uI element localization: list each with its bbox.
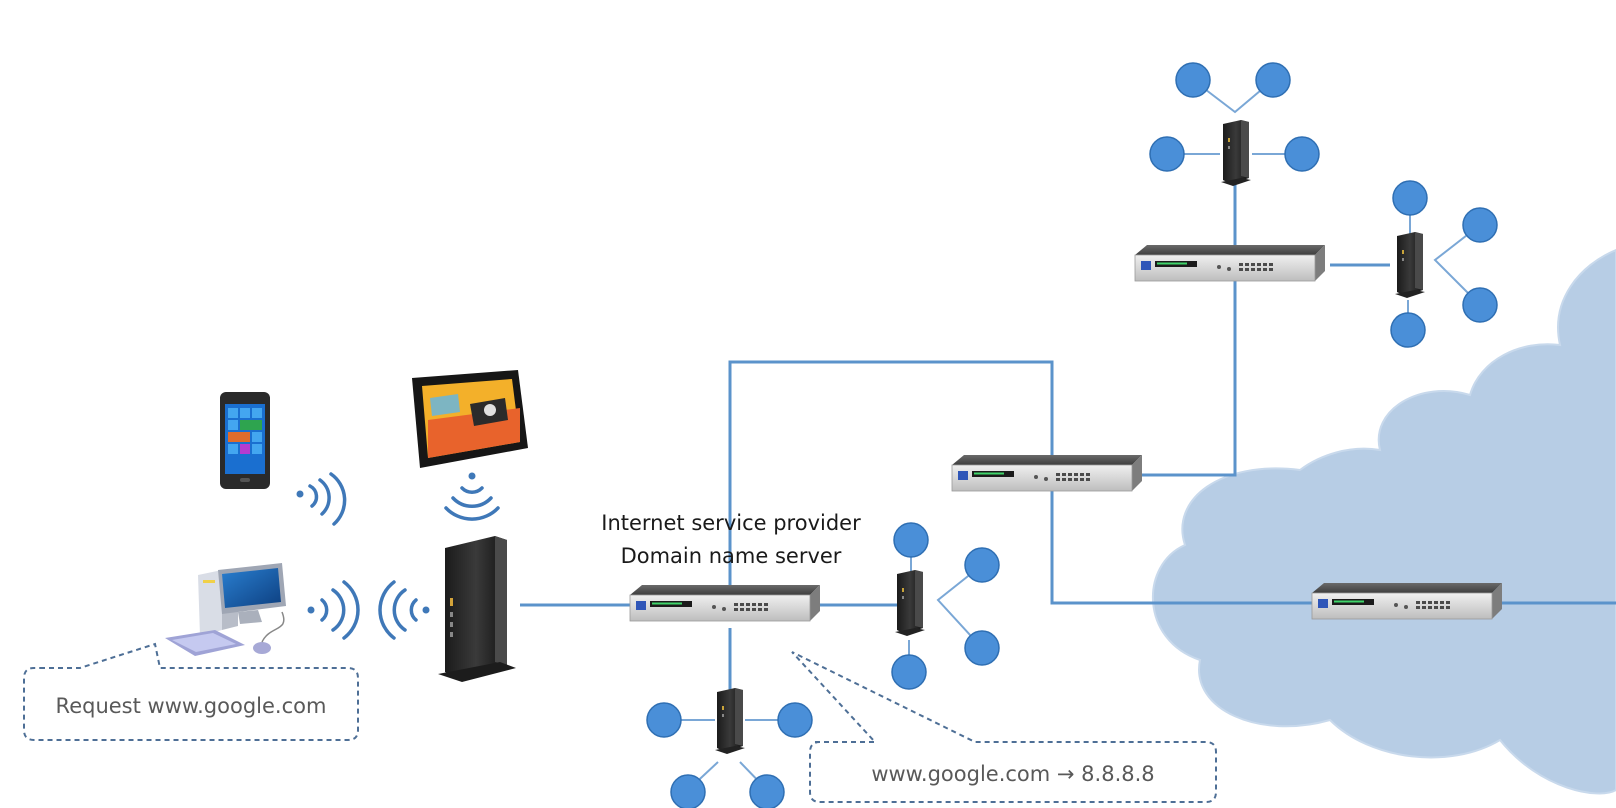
switch-icon xyxy=(951,454,1143,492)
isp-label: Internet service provider xyxy=(601,511,861,535)
switch-icon xyxy=(1311,582,1503,620)
node-icon xyxy=(1390,312,1426,348)
node-icon xyxy=(646,702,682,738)
router-icon xyxy=(715,688,745,754)
node-icon xyxy=(964,630,1000,666)
node-icon xyxy=(1284,136,1320,172)
node-icon xyxy=(1149,136,1185,172)
node-icon xyxy=(893,522,929,558)
node-icon xyxy=(1462,207,1498,243)
node-icon xyxy=(1175,62,1211,98)
node-icon xyxy=(749,774,785,808)
dns-server-label: Domain name server xyxy=(621,544,842,568)
node-icon xyxy=(1462,287,1498,323)
smartphone-icon xyxy=(220,392,270,489)
dns-callout-text: www.google.com → 8.8.8.8 xyxy=(871,762,1154,786)
internet-cloud-icon xyxy=(1152,248,1616,795)
switch-icon xyxy=(1134,244,1326,282)
tablet-icon xyxy=(412,370,528,468)
node-icon xyxy=(1392,180,1428,216)
router-icon xyxy=(1221,120,1251,186)
wireless-router-icon xyxy=(438,536,516,682)
request-callout-text: Request www.google.com xyxy=(56,694,327,718)
dns-callout: www.google.com → 8.8.8.8 xyxy=(791,651,1217,803)
router-icon xyxy=(895,570,925,636)
node-icon xyxy=(670,774,706,808)
isp-switch-icon xyxy=(629,584,821,622)
node-icon xyxy=(777,702,813,738)
node-icon xyxy=(964,547,1000,583)
network-links xyxy=(520,182,1616,698)
node-icon xyxy=(1255,62,1291,98)
leaf-nodes xyxy=(646,62,1498,808)
node-icon xyxy=(891,654,927,690)
wifi-signal-icon xyxy=(296,472,500,640)
request-callout: Request www.google.com xyxy=(23,642,359,741)
router-icon xyxy=(1395,232,1425,298)
desktop-computer-icon xyxy=(165,563,286,656)
